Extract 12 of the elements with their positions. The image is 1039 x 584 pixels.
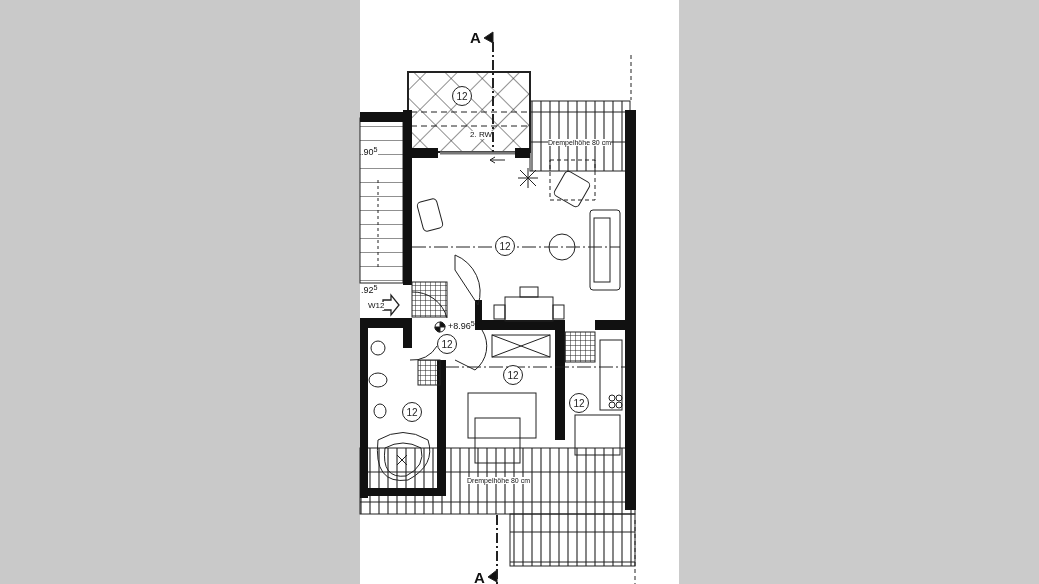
- section-marker: A: [474, 570, 485, 584]
- level-label: +8.96$^{5}$: [448, 320, 475, 331]
- room-number-circle: 12: [437, 334, 457, 354]
- room-number-circle: 12: [503, 365, 523, 385]
- room-number-circle: 12: [569, 393, 589, 413]
- entrance-label: W12: [368, 302, 385, 310]
- level-label: .92$^{5}$: [361, 284, 378, 295]
- room-number-circle: 12: [402, 402, 422, 422]
- room-number-circle: 12: [495, 236, 515, 256]
- section-marker: A: [470, 30, 481, 45]
- wall-label: 2. RW: [470, 131, 493, 139]
- level-label: .90$^{5}$: [361, 146, 378, 157]
